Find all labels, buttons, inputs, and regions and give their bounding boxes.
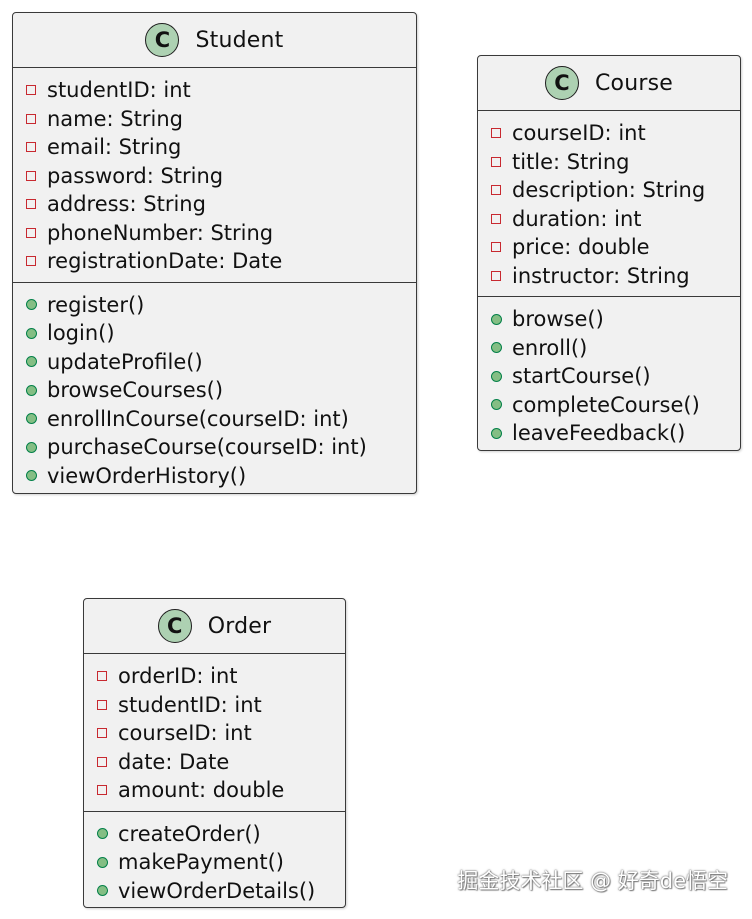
attribute-row: password: String xyxy=(13,162,416,191)
attribute-row: duration: int xyxy=(478,205,740,234)
public-visibility-icon xyxy=(97,885,108,897)
private-visibility-icon xyxy=(97,756,107,767)
attribute-row: amount: double xyxy=(84,776,345,805)
class-student: C Student studentID: int name: String em… xyxy=(12,12,417,494)
method-row: purchaseCourse(courseID: int) xyxy=(13,433,416,462)
attribute-row: phoneNumber: String xyxy=(13,219,416,248)
attribute-row: address: String xyxy=(13,190,416,219)
private-visibility-icon xyxy=(26,170,36,181)
class-order-methods: createOrder() makePayment() viewOrderDet… xyxy=(84,812,345,912)
class-student-methods: register() login() updateProfile() brows… xyxy=(13,283,416,497)
class-badge-icon: C xyxy=(145,23,180,57)
attribute-row: orderID: int xyxy=(84,662,345,691)
class-badge-icon: C xyxy=(157,609,192,643)
method-row: login() xyxy=(13,319,416,348)
attribute-row: studentID: int xyxy=(13,76,416,105)
public-visibility-icon xyxy=(491,342,502,354)
attribute-row: price: double xyxy=(478,233,740,262)
public-visibility-icon xyxy=(26,384,37,396)
method-row: browseCourses() xyxy=(13,376,416,405)
public-visibility-icon xyxy=(26,356,37,368)
class-course-attributes: courseID: int title: String description:… xyxy=(478,111,740,297)
class-order-name: Order xyxy=(207,613,272,639)
private-visibility-icon xyxy=(26,199,36,210)
public-visibility-icon xyxy=(26,327,37,339)
method-row: startCourse() xyxy=(478,362,740,391)
public-visibility-icon xyxy=(491,399,502,411)
method-row: viewOrderHistory() xyxy=(13,462,416,491)
class-course: C Course courseID: int title: String des… xyxy=(477,55,741,451)
class-order: C Order orderID: int studentID: int cour… xyxy=(83,598,346,908)
class-course-name: Course xyxy=(594,70,673,96)
private-visibility-icon xyxy=(26,113,36,124)
private-visibility-icon xyxy=(491,128,501,139)
private-visibility-icon xyxy=(491,156,501,167)
class-student-header: C Student xyxy=(13,13,416,68)
attribute-row: email: String xyxy=(13,133,416,162)
class-order-attributes: orderID: int studentID: int courseID: in… xyxy=(84,654,345,812)
method-row: completeCourse() xyxy=(478,391,740,420)
method-row: viewOrderDetails() xyxy=(84,877,345,906)
attribute-row: studentID: int xyxy=(84,691,345,720)
attribute-row: name: String xyxy=(13,105,416,134)
method-row: createOrder() xyxy=(84,820,345,849)
class-student-attributes: studentID: int name: String email: Strin… xyxy=(13,68,416,283)
public-visibility-icon xyxy=(26,470,37,482)
method-row: leaveFeedback() xyxy=(478,419,740,448)
class-course-methods: browse() enroll() startCourse() complete… xyxy=(478,297,740,454)
method-row: register() xyxy=(13,291,416,320)
public-visibility-icon xyxy=(26,441,37,453)
attribute-row: registrationDate: Date xyxy=(13,247,416,276)
class-badge-icon: C xyxy=(544,66,579,100)
private-visibility-icon xyxy=(491,270,501,281)
private-visibility-icon xyxy=(97,671,107,682)
public-visibility-icon xyxy=(97,856,108,868)
class-order-header: C Order xyxy=(84,599,345,654)
private-visibility-icon xyxy=(26,85,36,96)
public-visibility-icon xyxy=(491,370,502,382)
method-row: updateProfile() xyxy=(13,348,416,377)
method-row: enroll() xyxy=(478,334,740,363)
private-visibility-icon xyxy=(97,699,107,710)
class-student-name: Student xyxy=(195,27,284,53)
public-visibility-icon xyxy=(26,413,37,425)
attribute-row: date: Date xyxy=(84,748,345,777)
private-visibility-icon xyxy=(97,785,107,796)
private-visibility-icon xyxy=(26,227,36,238)
attribute-row: courseID: int xyxy=(478,119,740,148)
public-visibility-icon xyxy=(97,828,108,840)
public-visibility-icon xyxy=(491,427,502,439)
attribute-row: title: String xyxy=(478,148,740,177)
method-row: browse() xyxy=(478,305,740,334)
method-row: enrollInCourse(courseID: int) xyxy=(13,405,416,434)
attribute-row: instructor: String xyxy=(478,262,740,291)
private-visibility-icon xyxy=(97,728,107,739)
watermark-text: 掘金技术社区 @ 好奇de悟空 xyxy=(457,869,728,893)
private-visibility-icon xyxy=(491,242,501,253)
private-visibility-icon xyxy=(26,142,36,153)
method-row: makePayment() xyxy=(84,848,345,877)
private-visibility-icon xyxy=(26,256,36,267)
public-visibility-icon xyxy=(491,313,502,325)
class-course-header: C Course xyxy=(478,56,740,111)
attribute-row: description: String xyxy=(478,176,740,205)
public-visibility-icon xyxy=(26,299,37,311)
attribute-row: courseID: int xyxy=(84,719,345,748)
private-visibility-icon xyxy=(491,213,501,224)
private-visibility-icon xyxy=(491,185,501,196)
